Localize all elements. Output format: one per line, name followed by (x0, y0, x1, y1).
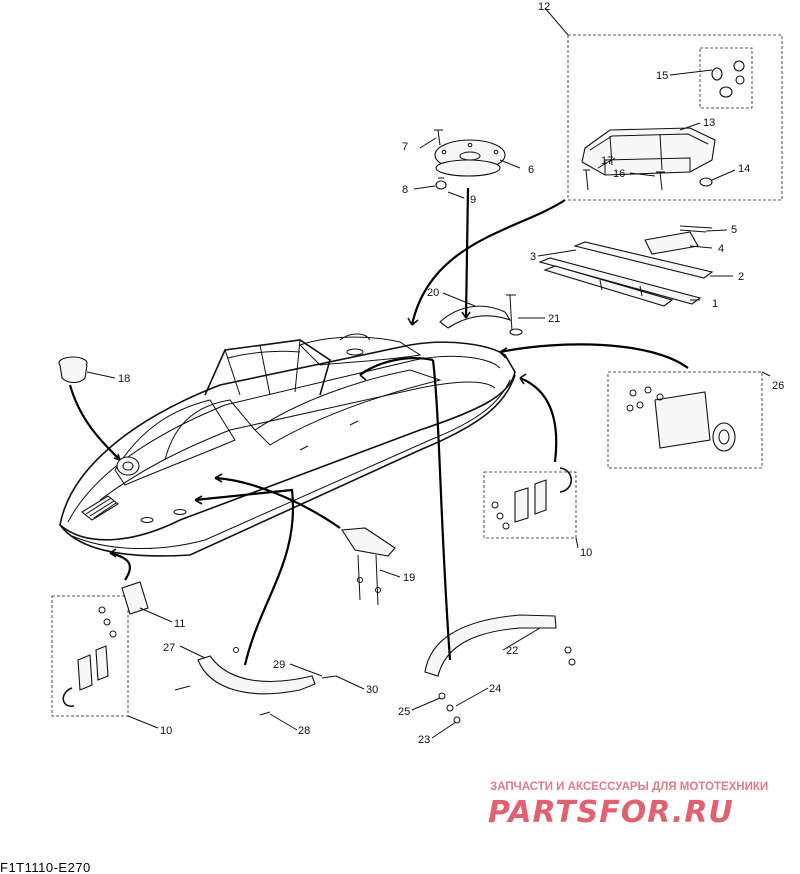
callout-16: 16 (613, 168, 625, 180)
part-4-5-brackets (644, 225, 713, 255)
callout-9: 9 (470, 194, 476, 206)
callout-8: 8 (402, 184, 408, 196)
boat-hull (59, 333, 516, 557)
part-13-battery-box (581, 127, 716, 176)
callout-24: 24 (489, 683, 501, 695)
callout-14: 14 (738, 163, 750, 175)
callout-23: 23 (418, 734, 430, 746)
part-19-cleat (341, 527, 396, 606)
part-14-clip (699, 177, 713, 187)
part-27-rear-handle (174, 647, 337, 716)
part-18-cup-holder (58, 356, 88, 384)
locator-lines (68, 187, 689, 666)
part-16-17-bolts (583, 169, 665, 191)
callout-3: 3 (530, 251, 536, 263)
diagram-reference-code: F1T1110-E270 (0, 860, 91, 874)
part-7-8-9-fasteners (434, 129, 447, 190)
leader-lines (86, 7, 771, 739)
part-10-tow-eye-left (62, 606, 117, 707)
callout-1: 1 (712, 298, 718, 310)
callout-2: 2 (738, 271, 744, 283)
callout-30: 30 (366, 684, 378, 696)
callout-15: 15 (656, 70, 668, 82)
callout-11: 11 (174, 618, 185, 630)
part-11-bracket (121, 581, 149, 615)
callout-5: 5 (731, 224, 737, 236)
callout-29: 29 (273, 659, 285, 671)
callout-12: 12 (538, 1, 550, 13)
callout-27: 27 (163, 642, 175, 654)
callout-21: 21 (548, 313, 560, 325)
callout-28: 28 (298, 725, 310, 737)
callout-10-left: 10 (160, 725, 172, 737)
part-26-bracket (626, 386, 736, 452)
group-box-10-left (51, 595, 129, 717)
watermark: ЗАПЧАСТИ И АКСЕССУАРЫ ДЛЯ МОТОТЕХНИКИ PA… (488, 781, 768, 830)
callout-25: 25 (398, 706, 410, 718)
group-box-15 (699, 47, 753, 109)
callout-18: 18 (118, 373, 130, 385)
callout-19: 19 (403, 572, 415, 584)
part-15-grommets (711, 60, 745, 98)
part-10-tow-eye-right (491, 467, 573, 530)
part-6-mount-plate (434, 139, 506, 177)
part-20-21-handle (439, 294, 523, 336)
callout-4: 4 (718, 243, 724, 255)
group-box-26 (607, 371, 763, 469)
watermark-tagline: ЗАПЧАСТИ И АКСЕССУАРЫ ДЛЯ МОТОТЕХНИКИ (490, 781, 768, 793)
callout-17: 17 (601, 155, 613, 167)
callout-22: 22 (506, 645, 518, 657)
callout-7: 7 (402, 141, 408, 153)
callout-6: 6 (528, 164, 534, 176)
watermark-brand: PARTSFOR.RU (488, 795, 734, 830)
callout-20: 20 (427, 287, 439, 299)
callout-10-right: 10 (580, 547, 592, 559)
group-box-12 (567, 34, 783, 201)
part-1-2-rails (538, 241, 714, 307)
callout-26: 26 (772, 380, 784, 392)
callout-13: 13 (703, 117, 715, 129)
